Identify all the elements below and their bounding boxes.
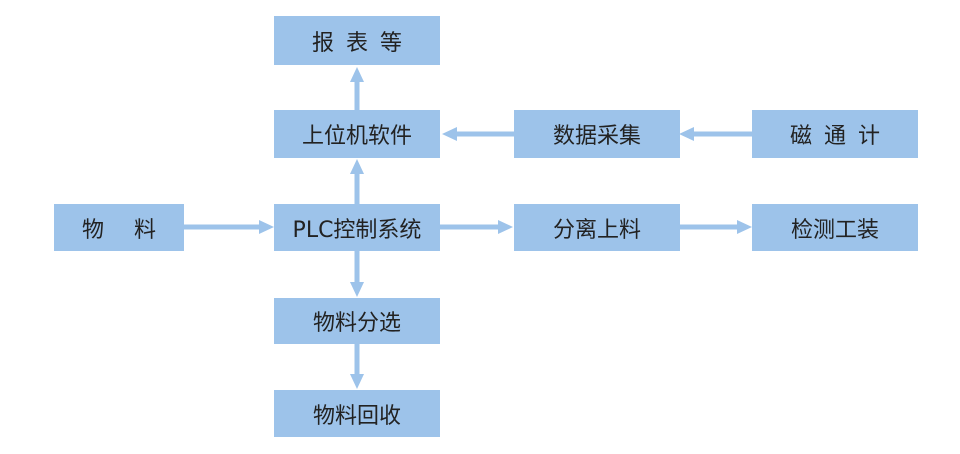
- node-material-recovery: 物料回收: [274, 390, 440, 437]
- arrowhead-data-to-host: [442, 127, 457, 141]
- node-inspection-fixture: 检测工装: [752, 204, 918, 251]
- arrowhead-material-to-plc: [259, 220, 274, 234]
- arrowhead-flux-to-data: [679, 127, 694, 141]
- node-host-software: 上位机软件: [274, 110, 440, 158]
- arrowhead-host-to-report: [350, 67, 364, 82]
- node-material: 物料: [54, 204, 184, 251]
- node-plc-system: PLC控制系统: [274, 204, 440, 251]
- node-data-acquisition: 数据采集: [514, 110, 680, 158]
- arrowhead-separation-to-inspection: [737, 220, 752, 234]
- arrowhead-plc-to-separation: [498, 220, 513, 234]
- arrowhead-sorting-to-recovery: [350, 374, 364, 389]
- arrowhead-plc-to-host: [350, 159, 364, 174]
- node-separation-loading: 分离上料: [514, 204, 680, 251]
- node-fluxmeter: 磁通计: [752, 110, 918, 158]
- node-material-sorting: 物料分选: [274, 298, 440, 344]
- arrowhead-plc-to-sorting: [350, 282, 364, 297]
- node-report: 报表等: [274, 16, 440, 65]
